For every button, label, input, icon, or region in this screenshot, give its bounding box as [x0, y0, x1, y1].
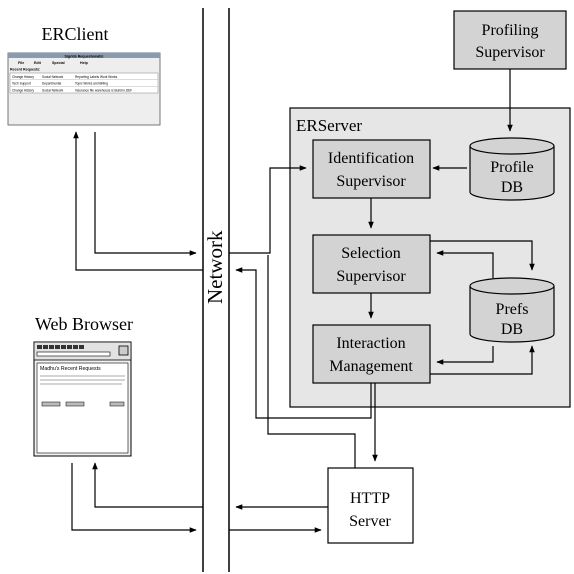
erserver-label: ERServer: [296, 116, 362, 135]
erclient-row1-col1: Change History: [12, 75, 34, 79]
arrow-network-to-identification: [229, 165, 307, 254]
selection-supervisor-line1: Selection: [341, 245, 401, 262]
profiling-supervisor-box: Profiling Supervisor: [453, 10, 567, 70]
erclient-row3-col1: Change History: [12, 88, 34, 92]
erclient-row2-col3: Topic Works and Billing: [75, 82, 108, 86]
identification-supervisor-line2: Supervisor: [336, 173, 406, 190]
prefs-db-line1: Prefs: [496, 301, 529, 318]
profile-db-cylinder: Profile DB: [469, 137, 555, 201]
erclient-row1-col3: Reporting Labels Work Works: [75, 75, 118, 79]
prefs-db-cylinder: Prefs DB: [469, 277, 555, 343]
erclient-row2-col1: Tech Support: [12, 82, 31, 86]
erclient-menu-special: Special: [52, 61, 65, 65]
interaction-management-box: Interaction Management: [312, 324, 431, 384]
erclient-recent-heading: Recent Requests:: [10, 68, 40, 72]
erclient-menu-file: File: [18, 61, 24, 65]
arrow-browser-to-network: [71, 463, 197, 533]
arrow-interaction-to-prefsdb: [430, 345, 535, 375]
browser-page-heading: Madhu's Recent Requests: [40, 366, 101, 372]
prefs-db-line2: DB: [501, 321, 523, 338]
profile-db-line2: DB: [501, 179, 523, 196]
profile-db-line1: Profile: [490, 159, 534, 176]
browser-address-bar: [36, 351, 111, 357]
web-browser-label: Web Browser: [35, 314, 133, 334]
erclient-window-title: Sigrids Requestomatic: [65, 55, 104, 59]
erclient-row2-col2: Departmental: [42, 82, 61, 86]
interaction-management-line1: Interaction: [336, 335, 405, 352]
arrow-http-to-network-path: [267, 255, 356, 468]
browser-form-buttons: [41, 401, 125, 407]
profiling-supervisor-line2: Supervisor: [475, 44, 545, 61]
erclient-row3-col2: Social Network: [42, 88, 64, 92]
network-label: Network: [203, 230, 227, 304]
identification-supervisor-line1: Identification: [328, 150, 414, 167]
browser-window: Madhu's Recent Requests: [33, 341, 132, 457]
arrow-prefsdb-to-selection: [436, 250, 494, 278]
erclient-row1-col2: Social Network: [42, 75, 64, 79]
erclient-label: ERClient: [42, 24, 109, 44]
profiling-supervisor-line1: Profiling: [482, 22, 539, 39]
connectors: [71, 69, 535, 533]
http-server-line2: Server: [349, 513, 391, 530]
selection-supervisor-box: Selection Supervisor: [312, 234, 431, 294]
http-server-line1: HTTP: [350, 490, 390, 507]
arrow-network-to-erclient: [73, 131, 203, 271]
browser-toolbar-icons: [37, 345, 84, 349]
selection-supervisor-line2: Supervisor: [336, 268, 406, 285]
arrow-prefsdb-to-interaction: [436, 346, 494, 365]
erclient-menu-edit: Edit: [34, 61, 42, 65]
network-bus: [202, 8, 230, 572]
erclient-menu-help: Help: [80, 61, 89, 65]
arrow-network-to-browser: [92, 462, 203, 508]
arrow-erclient-to-network: [94, 132, 197, 256]
browser-logo-icon: [118, 345, 129, 356]
erclient-window: Sigrids Requestomatic File Edit Special …: [7, 52, 161, 126]
arrow-selection-to-prefsdb: [430, 240, 535, 271]
arrow-interaction-to-network: [235, 267, 372, 419]
erclient-row3-col3: Insurance file warehouse is Build in.DEF: [75, 88, 132, 92]
identification-supervisor-box: Identification Supervisor: [312, 139, 431, 199]
http-server-box: HTTP Server: [327, 467, 414, 544]
browser-list-lines: [40, 375, 125, 385]
interaction-management-line2: Management: [329, 358, 413, 375]
